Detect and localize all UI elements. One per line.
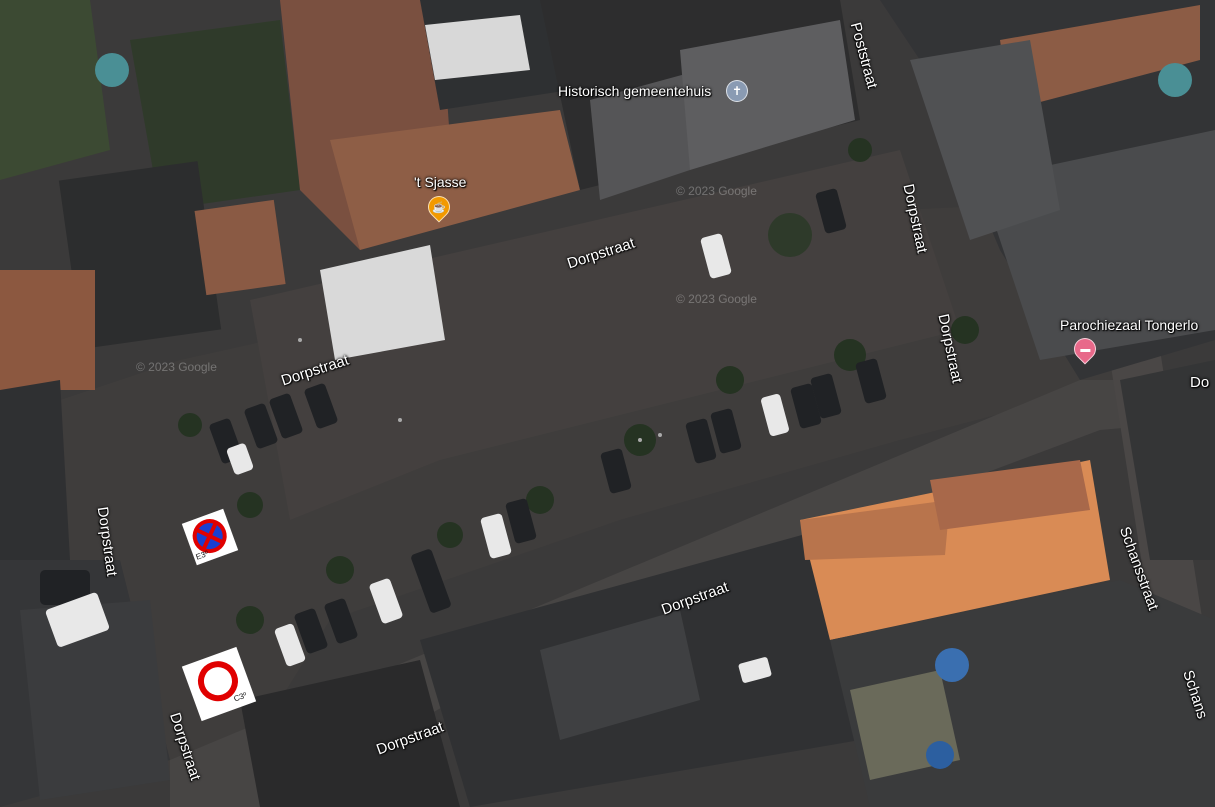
street-label-dorpstraat-edge: Do bbox=[1190, 374, 1210, 391]
no-stopping-icon bbox=[192, 519, 227, 554]
traffic-sign-c3[interactable]: C3º bbox=[181, 646, 257, 722]
poi-label-gemeentehuis[interactable]: Historisch gemeentehuis bbox=[558, 83, 712, 99]
watermark: © 2023 Google bbox=[136, 360, 217, 374]
church-icon[interactable]: ✝ bbox=[726, 80, 748, 102]
watermark: © 2023 Google bbox=[676, 184, 757, 198]
poi-label-sjasse[interactable]: 't Sjasse bbox=[414, 174, 467, 190]
watermark: © 2023 Google bbox=[676, 292, 757, 306]
poi-label-parochiezaal[interactable]: Parochiezaal Tongerlo bbox=[1060, 317, 1199, 333]
no-entry-icon bbox=[197, 661, 238, 702]
traffic-sign-e3[interactable]: E3º bbox=[181, 508, 239, 566]
